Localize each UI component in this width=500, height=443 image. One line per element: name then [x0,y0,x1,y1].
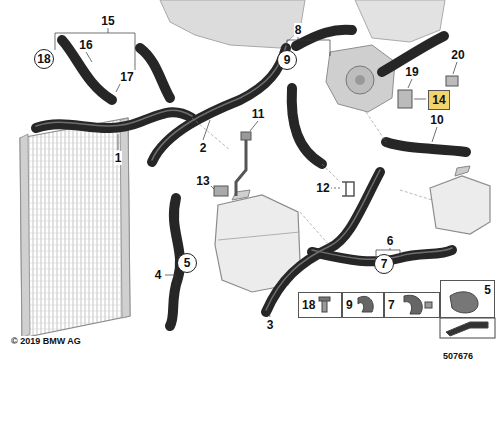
callout-number: 18 [302,299,315,311]
callout-circle: 5 [177,253,197,273]
callout-number: 13 [195,174,210,188]
callout-number: 8 [294,23,303,37]
callout-number: 15 [100,14,115,28]
highlight-box: 14 [428,90,450,110]
callout-number: 16 [78,38,93,52]
part-table-cell: 18 [298,292,342,318]
footer-note: © 2019 BMW AG [10,336,82,347]
callout-circle: 7 [374,254,394,274]
part-table-cell: 9 [342,292,384,318]
callout-number: 5 [484,284,491,296]
callout-circle: 18 [34,49,54,69]
callout-number: 19 [404,65,419,79]
callout-number: 12 [315,181,330,195]
callout-number: 20 [450,48,465,62]
callout-number: 1 [114,151,123,165]
callout-number: 7 [381,258,388,270]
callout-number: 18 [37,53,50,65]
callout-number: 9 [346,299,353,311]
callout-number: 9 [284,54,291,66]
footer-note: 507676 [442,351,474,362]
callout-number: 6 [386,234,395,248]
part-table-cell: 7 [384,292,440,318]
callout-number: 11 [251,107,266,121]
callout-number: 17 [119,70,134,84]
part-table-cell: 5 [440,280,495,318]
callout-number: 7 [388,299,395,311]
callout-circle: 9 [277,50,297,70]
callout-number: 3 [266,318,275,332]
callout-number: 5 [184,257,191,269]
callout-number: 2 [199,141,208,155]
callout-number: 14 [432,94,445,106]
callout-number: 10 [429,113,444,127]
callout-number: 4 [154,268,163,282]
